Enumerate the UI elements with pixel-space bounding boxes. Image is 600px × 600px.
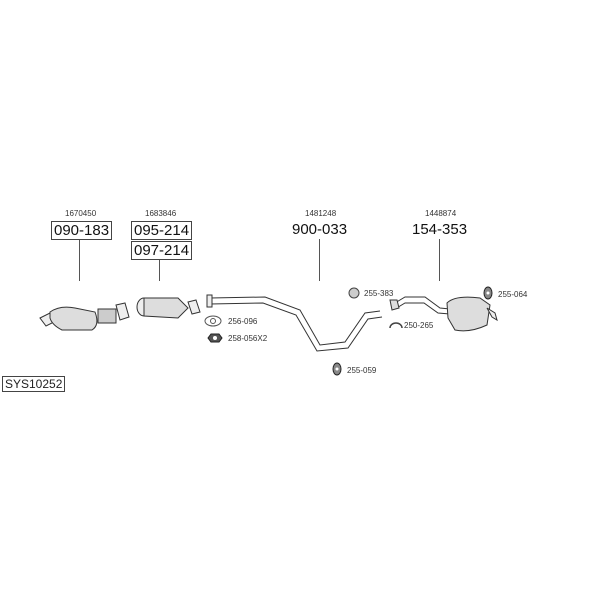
rubber-mount-icon [348,287,360,299]
rubber-hanger-icon [332,362,342,376]
clamp-icon [389,322,403,329]
leader-line [79,239,80,281]
part-ref: 1481248 [305,209,337,218]
diesel-particulate-filter-drawing [136,297,201,319]
part-ref: 1683846 [145,209,177,218]
accessory-label[interactable]: 256-096 [228,317,258,326]
part-ref: 1448874 [425,209,457,218]
part-number-154-353[interactable]: 154-353 [412,221,468,238]
accessory-label[interactable]: 255-059 [347,366,377,375]
accessory-label[interactable]: 250-265 [404,321,434,330]
accessory-label[interactable]: 258-056X2 [228,334,268,343]
part-number-095-214[interactable]: 095-214 [131,221,193,240]
leader-line [159,258,160,281]
rubber-hanger-icon [483,286,493,300]
accessory-label[interactable]: 255-064 [498,290,528,299]
leader-line [319,239,320,281]
part-number-097-214[interactable]: 097-214 [131,241,193,260]
leader-line [439,239,440,281]
accessory-label[interactable]: 255-383 [364,289,394,298]
middle-pipe-drawing [206,294,383,352]
system-code: SYS10252 [2,376,66,392]
gasket-icon [204,315,222,327]
part-ref: 1670450 [65,209,97,218]
part-number-090-183[interactable]: 090-183 [51,221,113,240]
part-number-900-033[interactable]: 900-033 [292,221,348,238]
rear-muffler-drawing [389,296,498,332]
nut-icon [207,333,223,343]
catalytic-converter-drawing [39,302,130,331]
